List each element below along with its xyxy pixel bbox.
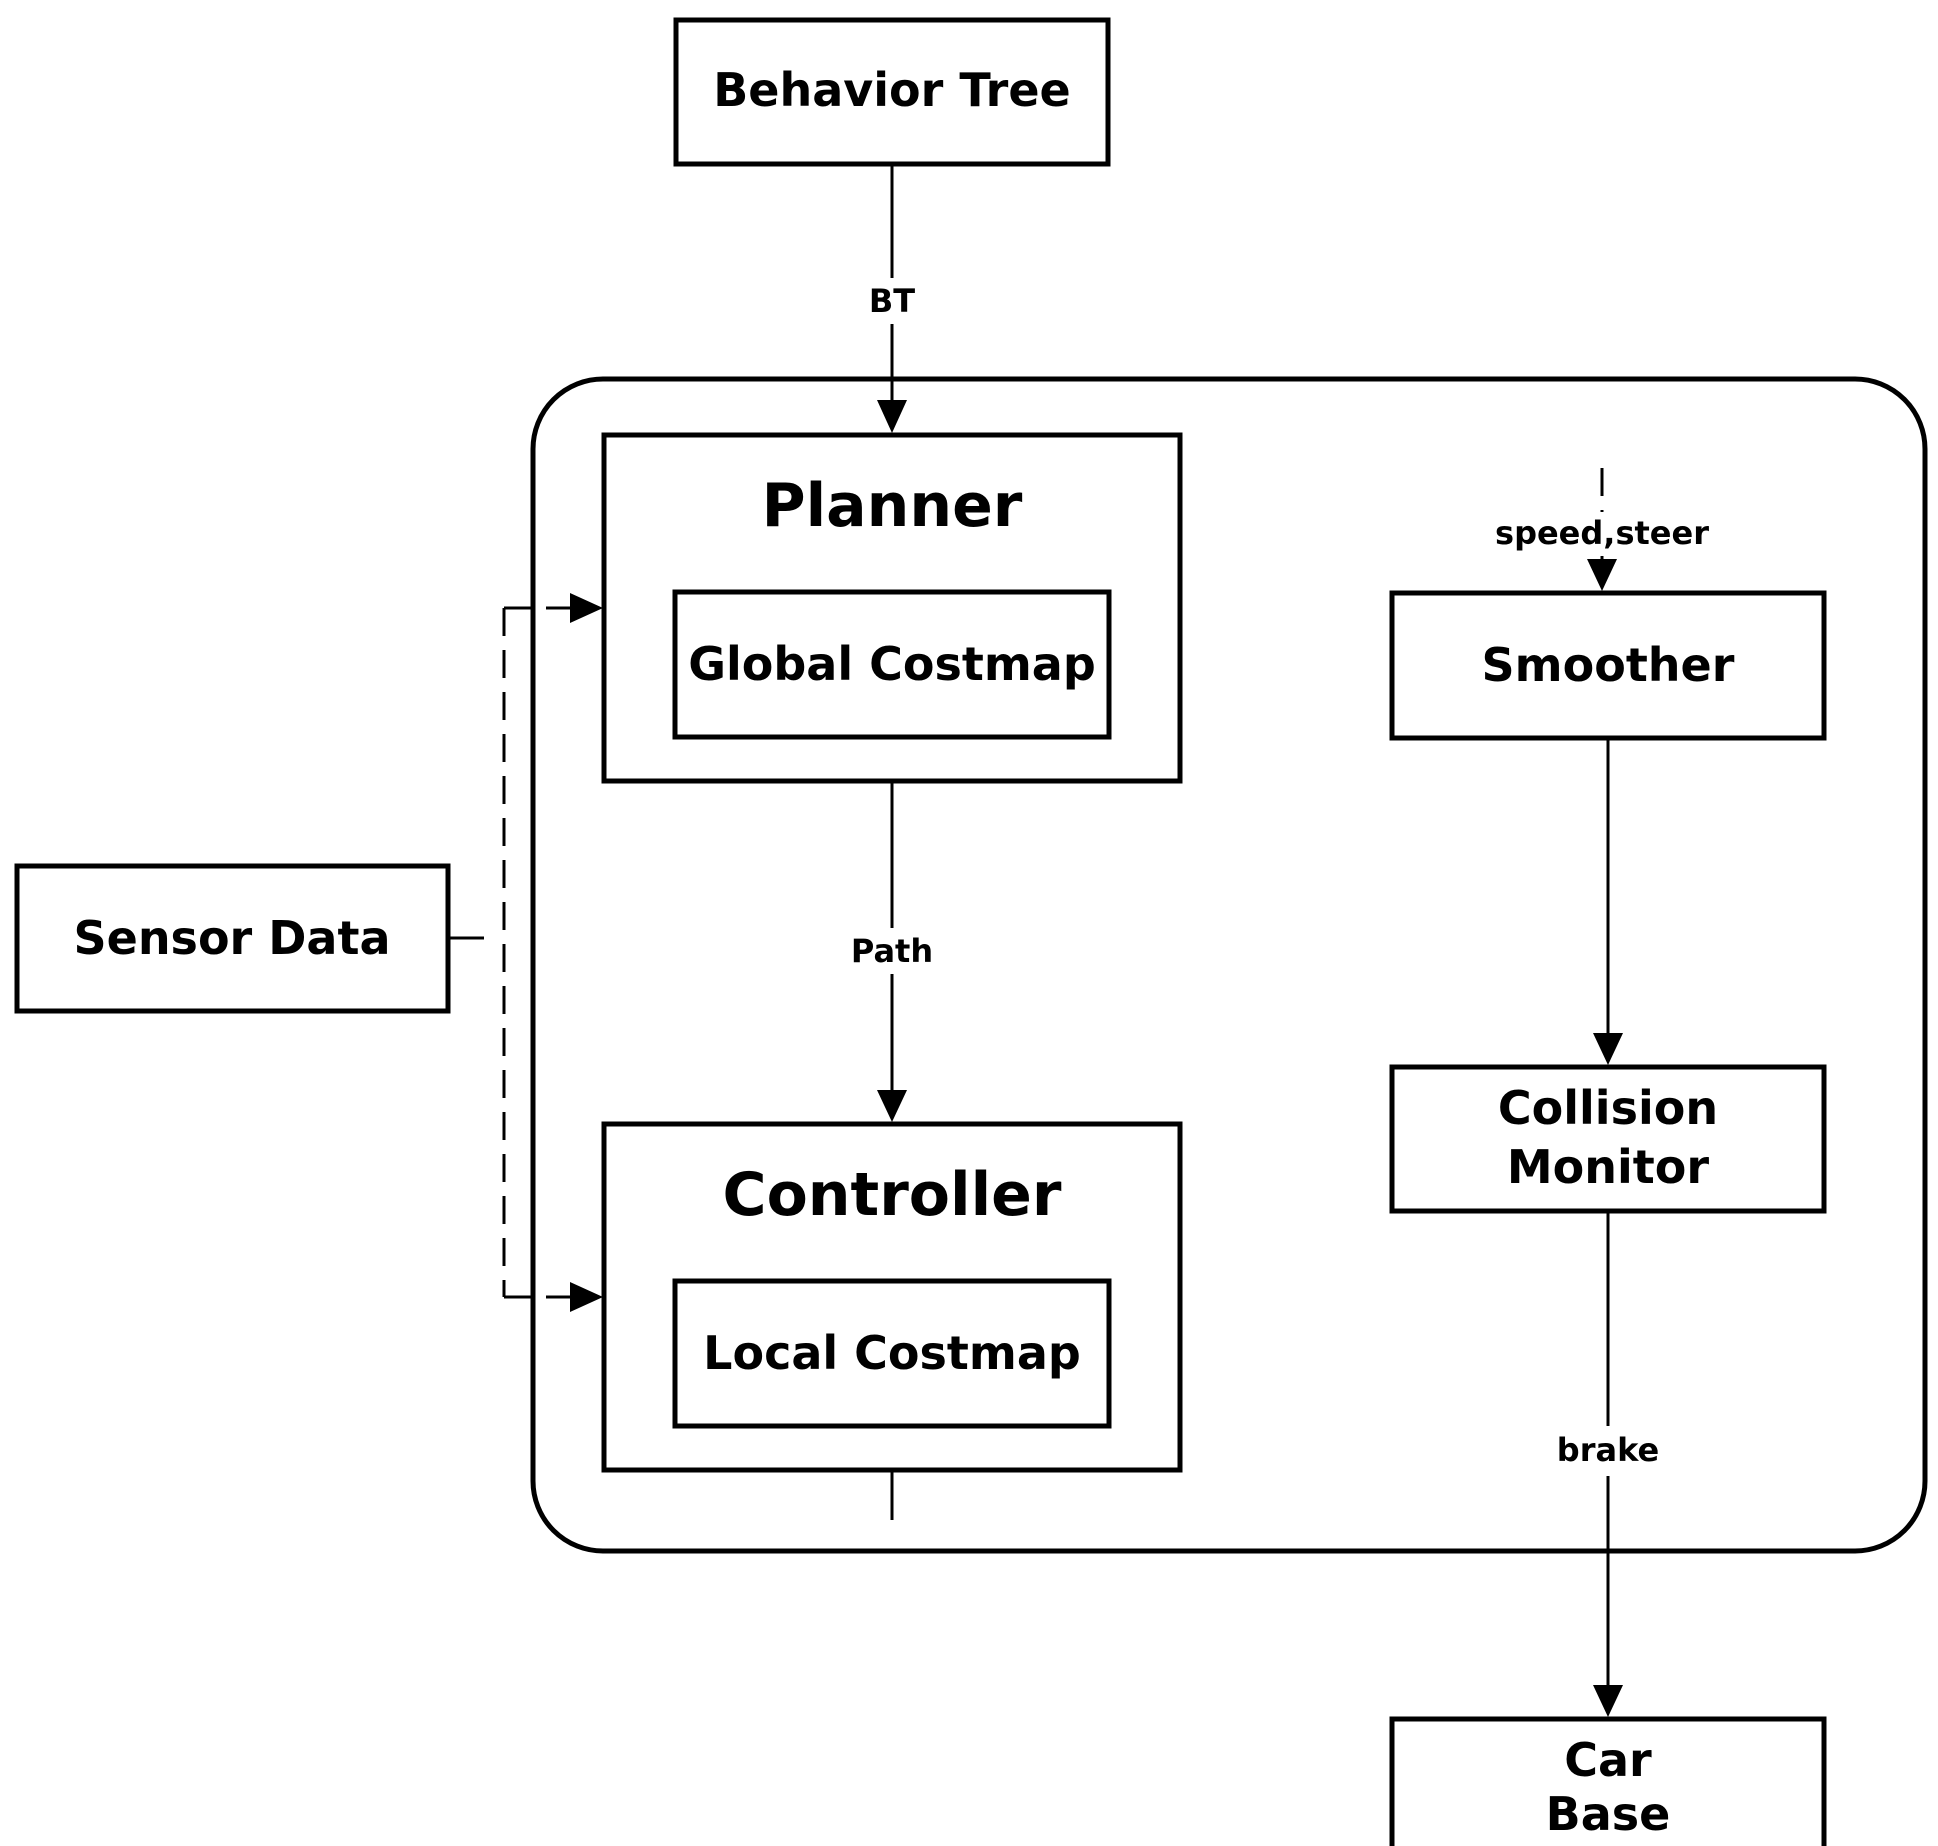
sensor-data-box [14, 863, 451, 1014]
controller-title: Controller [723, 1160, 1062, 1230]
local-costmap-box [672, 1278, 1112, 1429]
car-base-box [1389, 1716, 1827, 1846]
sensor-planner-arrowhead [570, 593, 603, 623]
global-costmap-label: Global Costmap [688, 637, 1096, 691]
planner-title: Planner [762, 471, 1023, 541]
speed-steer-arrowhead [1587, 559, 1617, 591]
collision-monitor-label-line2: Monitor [1507, 1140, 1709, 1194]
smoother-label: Smoother [1482, 638, 1735, 692]
sensor-data-label: Sensor Data [73, 911, 390, 965]
bt-arrowhead [877, 400, 907, 433]
global-costmap-box [672, 589, 1112, 740]
collision-monitor-label-line1: Collision [1498, 1081, 1718, 1135]
path-arrowhead [877, 1090, 907, 1122]
behavior-tree-label: Behavior Tree [713, 63, 1071, 117]
speed-steer-edge-label: speed,steer [1495, 514, 1709, 552]
sensor-controller-arrowhead [570, 1282, 603, 1312]
local-costmap-label: Local Costmap [703, 1326, 1081, 1380]
brake-edge-label: brake [1557, 1431, 1659, 1469]
system-container [530, 376, 1928, 1554]
path-edge-label: Path [851, 932, 933, 970]
smoother-collision-arrowhead [1593, 1033, 1623, 1065]
car-base-label-line1: Car [1564, 1733, 1652, 1787]
bt-edge-label: BT [869, 282, 915, 320]
brake-arrowhead [1593, 1685, 1623, 1717]
car-base-label-line2: Base [1546, 1787, 1671, 1841]
